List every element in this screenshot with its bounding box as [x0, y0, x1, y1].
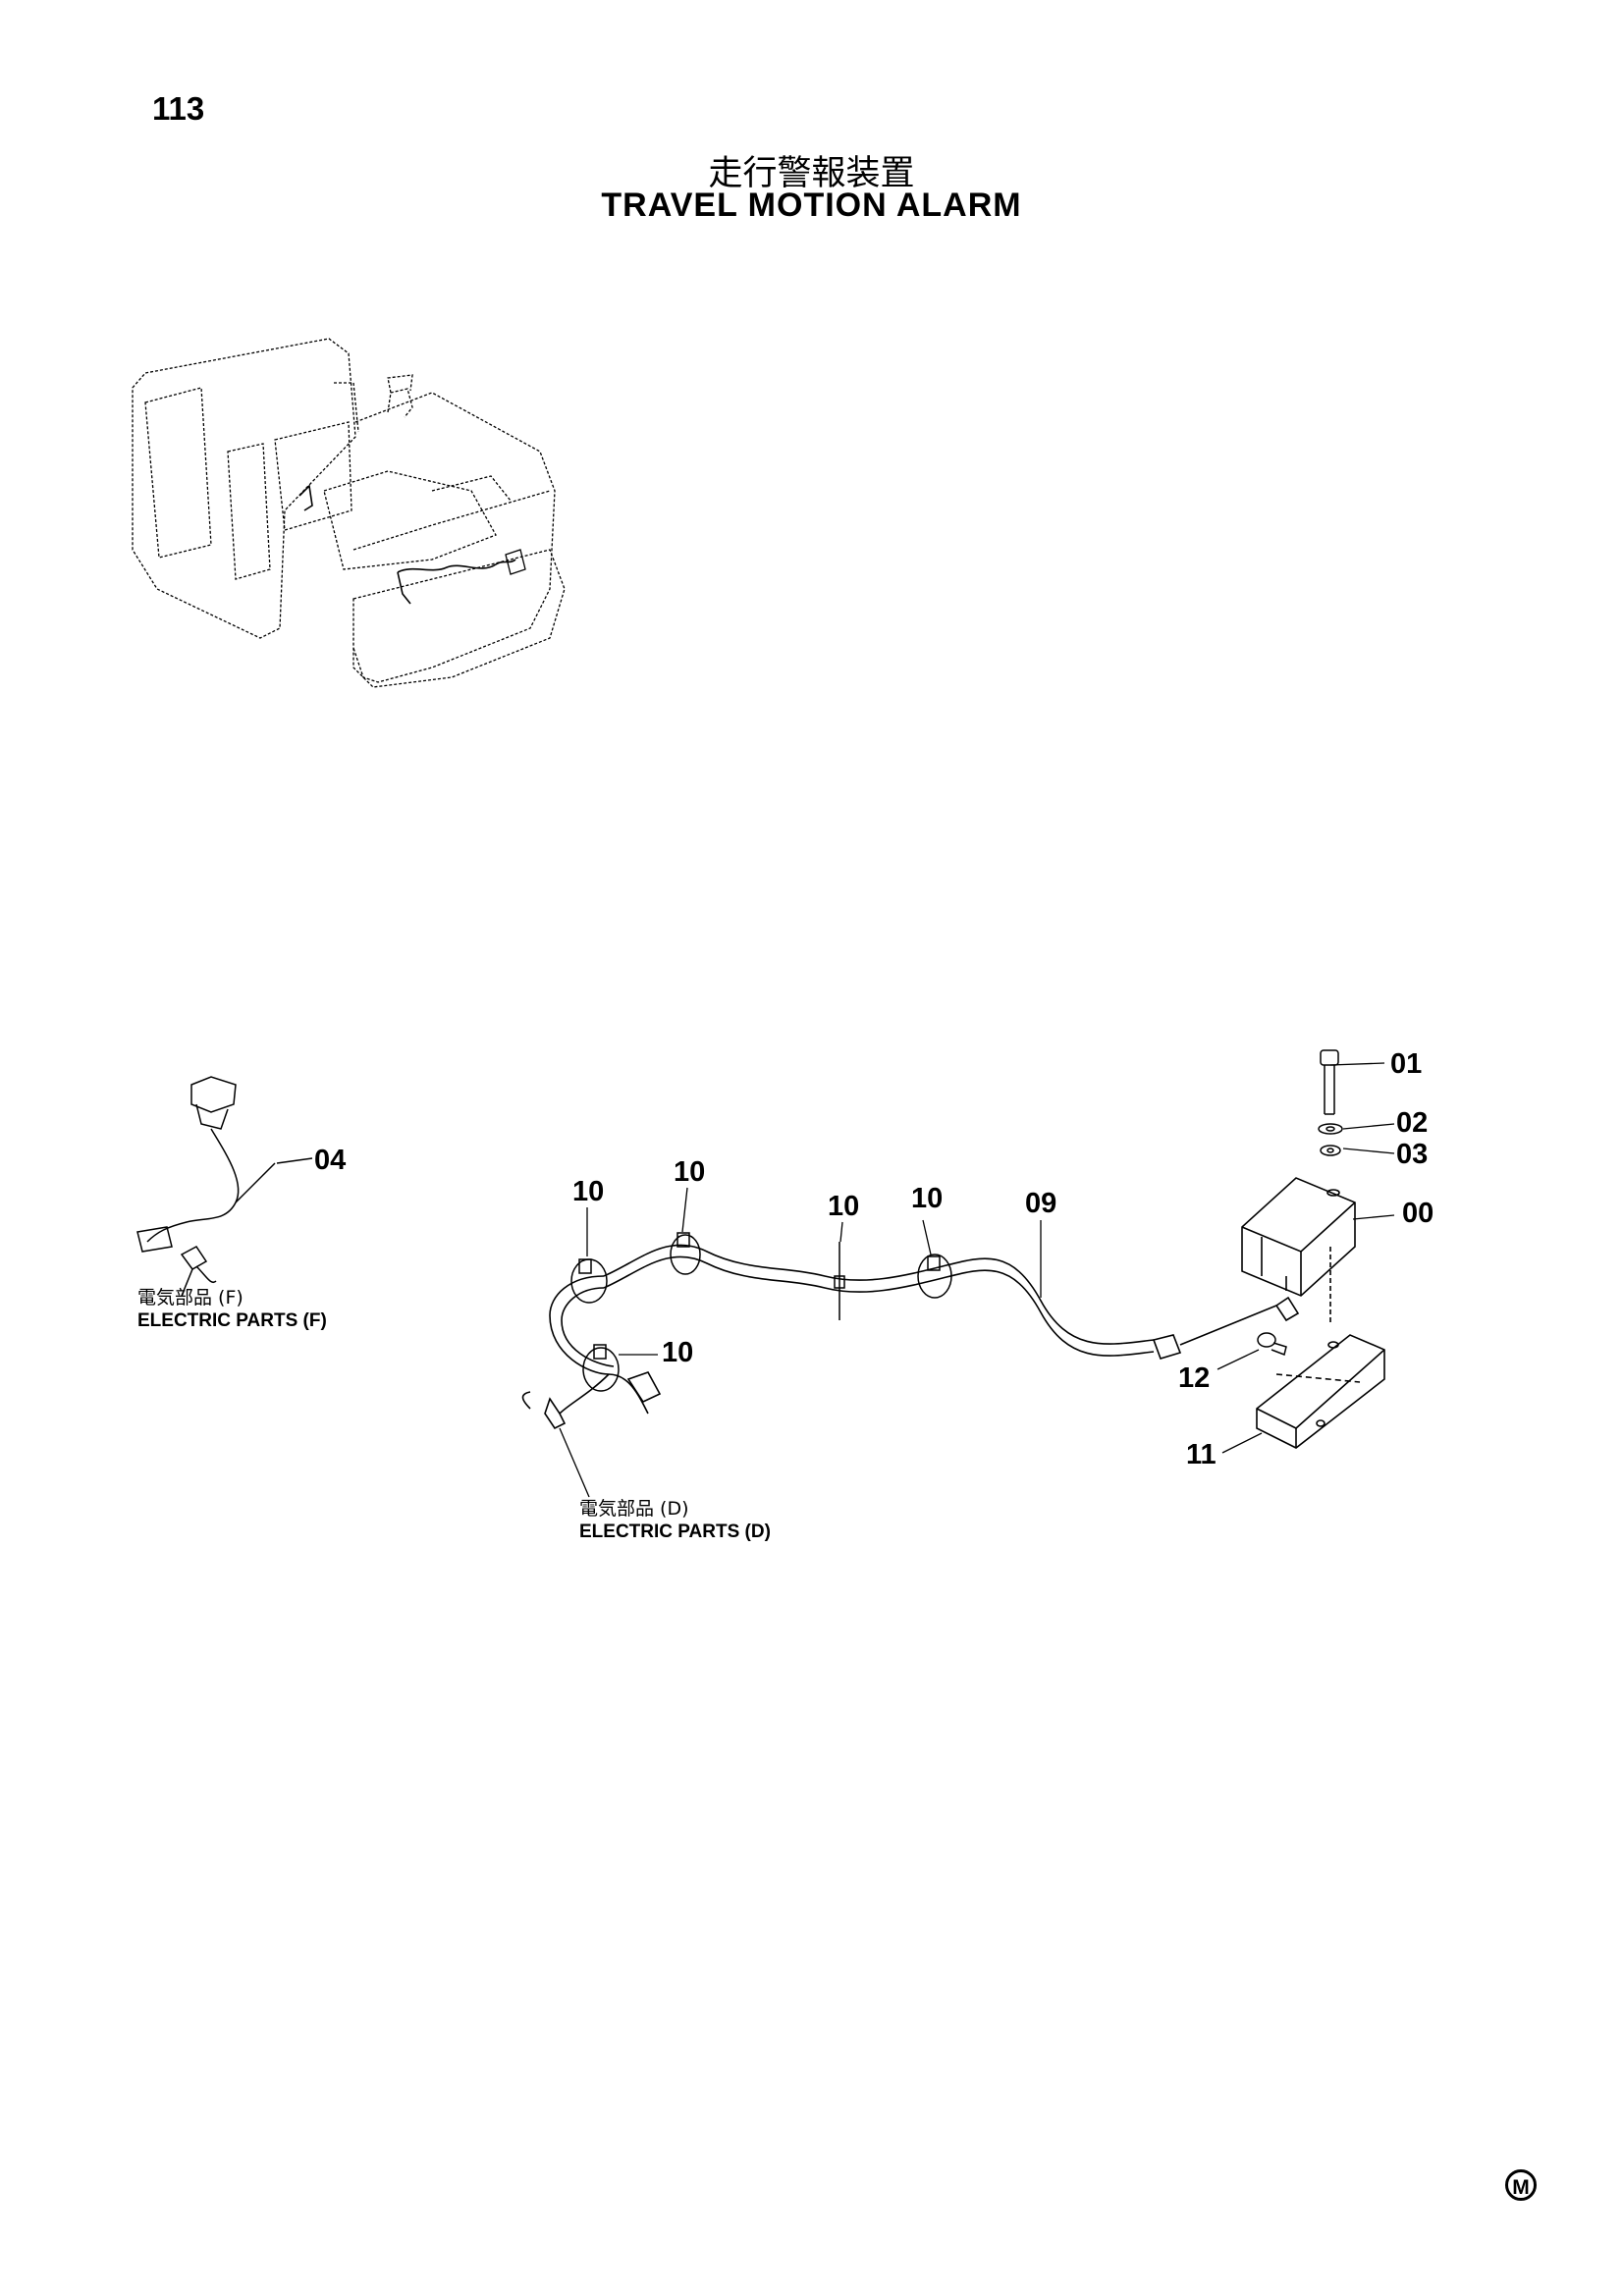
callout-12: 12: [1178, 1362, 1211, 1394]
page-title: TRAVEL MOTION ALARM: [601, 187, 1022, 224]
reference-label: ELECTRIC PARTS (F): [137, 1310, 327, 1331]
reference-electric-parts-f: 電気部品 (F) ELECTRIC PARTS (F): [137, 1286, 327, 1333]
washer-02: [1318, 1123, 1343, 1135]
callout-03: 03: [1396, 1139, 1429, 1170]
callout-09: 09: [1025, 1188, 1057, 1219]
reference-label: ELECTRIC PARTS (D): [579, 1522, 771, 1542]
callout-11: 11: [1186, 1439, 1217, 1470]
callout-10-clamp: 10: [911, 1183, 944, 1214]
bracket-11: [1256, 1334, 1385, 1449]
callout-10-clamp: 10: [572, 1176, 605, 1207]
callout-10-clamp: 10: [674, 1156, 706, 1188]
callout-10-clamp: 10: [828, 1191, 860, 1222]
washer-03: [1320, 1145, 1341, 1156]
callout-02: 02: [1396, 1107, 1429, 1139]
leader-04: [276, 1157, 313, 1164]
bolt-12: [1257, 1332, 1287, 1357]
connector-harness-04: [136, 1076, 276, 1297]
leader-lines: [559, 1062, 1395, 1498]
model-mark-icon: M: [1505, 2169, 1537, 2201]
callout-00: 00: [1402, 1198, 1434, 1229]
callout-01: 01: [1390, 1048, 1423, 1080]
wire-harness-09: [521, 1244, 1300, 1430]
page-number: 113: [152, 90, 205, 127]
reference-label-japanese: 電気部品 (F): [137, 1287, 243, 1308]
bolt-01: [1320, 1049, 1339, 1115]
page-title-japanese: 走行警報装置: [708, 154, 915, 193]
reference-electric-parts-d: 電気部品 (D) ELECTRIC PARTS (D): [579, 1497, 771, 1544]
excavator-overview-illustration: [132, 338, 566, 688]
callout-10-clamp: 10: [662, 1337, 694, 1368]
alarm-unit-00: [1241, 1177, 1356, 1325]
callout-04: 04: [314, 1145, 347, 1176]
reference-label-japanese: 電気部品 (D): [579, 1498, 689, 1520]
cable-clamps-10: [570, 1232, 952, 1392]
